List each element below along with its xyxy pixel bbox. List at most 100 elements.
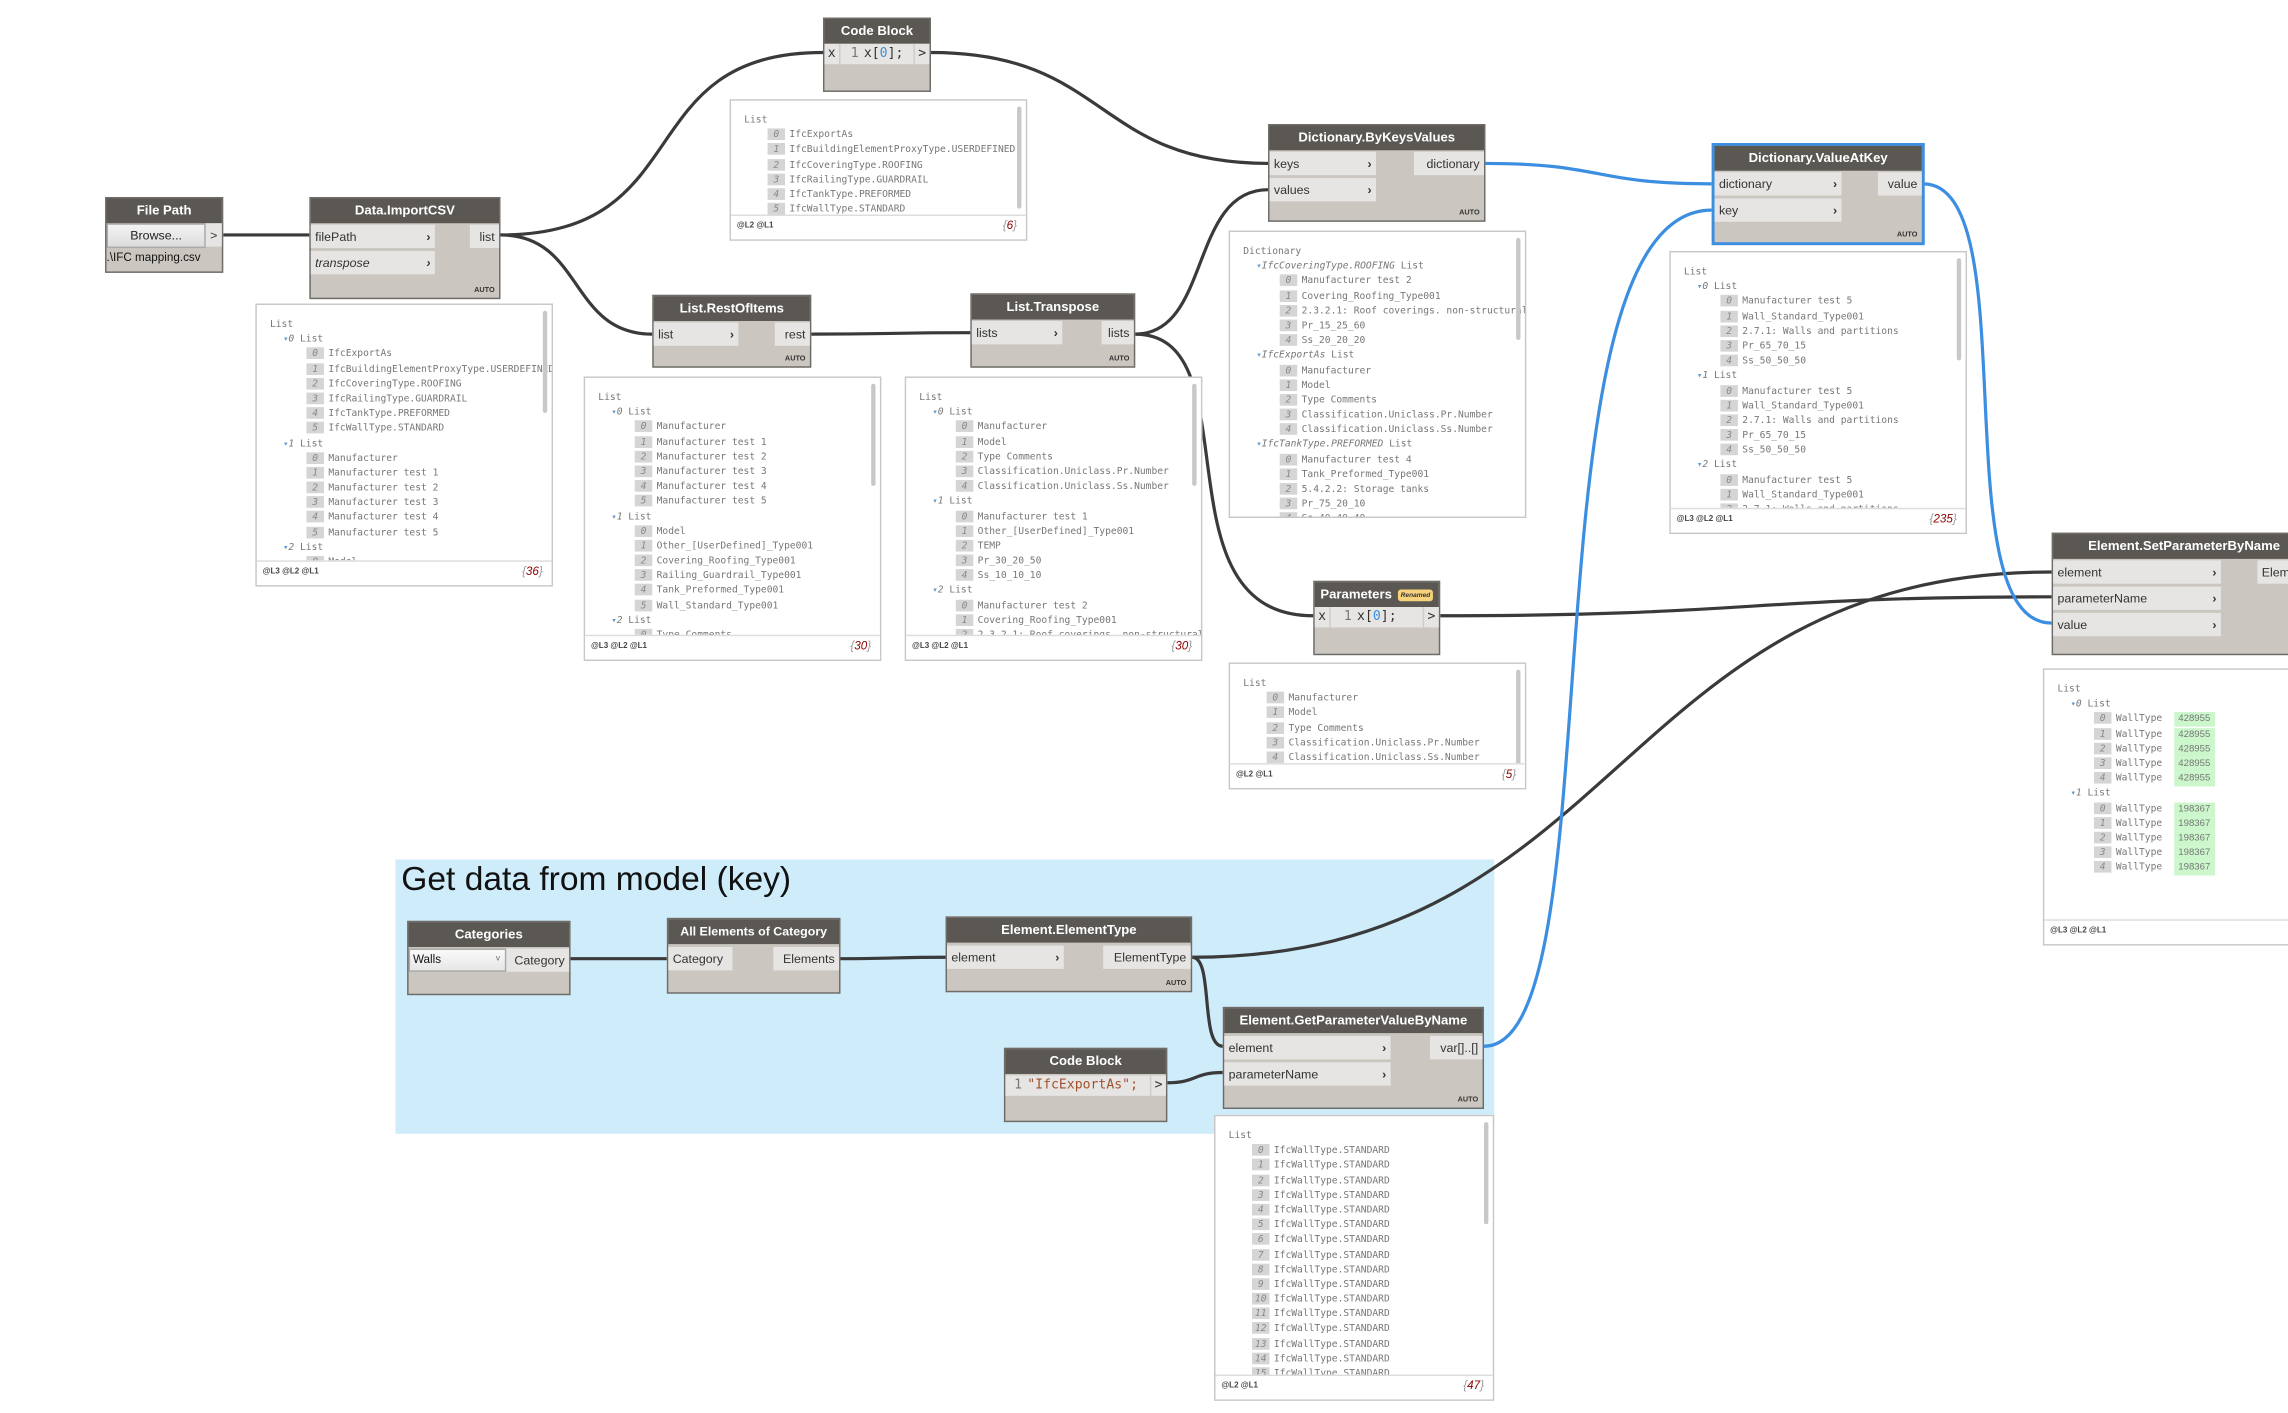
list-levels[interactable]: @L3 @L2 @L1 (912, 642, 969, 651)
wire-codeblock-to-parametername[interactable] (1167, 1070, 1223, 1085)
output-port[interactable]: > (1149, 1075, 1166, 1096)
expand-triangle-icon[interactable]: ▾ (283, 334, 289, 345)
expand-triangle-icon[interactable]: ▾ (1697, 460, 1703, 471)
lacing-indicator[interactable]: AUTO (474, 286, 495, 295)
list-levels[interactable]: @L3 @L2 @L1 (590, 642, 648, 651)
node-element-setparameterbyname[interactable]: Element.SetParameterByName element› para… (2051, 532, 2288, 656)
element-id[interactable]: 198367 (2173, 801, 2215, 817)
list-group-header[interactable]: ▾IfcExportAs List (1243, 348, 1525, 363)
scrollbar[interactable] (542, 310, 548, 413)
group-title[interactable]: Get data from model (key) (401, 859, 792, 898)
expand-triangle-icon[interactable]: ▾ (283, 542, 289, 553)
node-code-block-parameter-name[interactable]: Code Block 1 "IfcExportAs"; > (1003, 1047, 1168, 1123)
category-dropdown[interactable]: Walls˅ (408, 948, 507, 972)
node-file-path[interactable]: File Path Browse... > .\IFC mapping.csv (105, 196, 224, 273)
input-port-lists[interactable]: lists› (971, 321, 1063, 345)
scrollbar[interactable] (1516, 237, 1521, 340)
expand-triangle-icon[interactable]: ▾ (2070, 788, 2076, 799)
output-port-lists[interactable]: lists (1101, 321, 1134, 345)
scrollbar[interactable] (1516, 669, 1521, 772)
node-all-elements-of-category[interactable]: All Elements of Category Category Elemen… (666, 917, 841, 994)
wire-allelements-to-elementtype[interactable] (840, 955, 946, 961)
list-levels[interactable]: @L3 @L2 @L1 (2050, 926, 2107, 936)
code-text[interactable]: "IfcExportAs"; (1027, 1078, 1138, 1093)
input-port-key[interactable]: key› (1714, 198, 1842, 222)
lacing-indicator[interactable]: AUTO (1457, 1095, 1479, 1105)
output-port-elements[interactable]: Elements (773, 947, 840, 971)
code-editor[interactable]: 1 "IfcExportAs"; > (1005, 1075, 1166, 1096)
input-port-parametername[interactable]: parameterName› (2053, 586, 2221, 610)
output-port-rest[interactable]: rest (774, 322, 810, 346)
element-id[interactable]: 198367 (2173, 816, 2215, 832)
list-group-header[interactable]: ▾1 List (1684, 368, 1966, 383)
output-port-category[interactable]: Category (506, 948, 570, 972)
lacing-indicator[interactable]: AUTO (1108, 354, 1130, 364)
list-group-header[interactable]: ▾0 List (1684, 279, 1966, 294)
wire-transpose-to-parameters[interactable] (1135, 332, 1314, 618)
input-port-element[interactable]: element› (1224, 1036, 1391, 1060)
group-get-data-from-model[interactable]: Get data from model (key) (395, 859, 1495, 1134)
lacing-indicator[interactable]: AUTO (1165, 979, 1187, 988)
wire-parameters-to-parametername[interactable] (1440, 595, 2052, 618)
list-group-header[interactable]: ▾1 List (598, 509, 880, 524)
node-data-importcsv[interactable]: Data.ImportCSV filePath› transpose› list… (309, 196, 501, 300)
node-list-transpose[interactable]: List.Transpose lists› lists AUTO (970, 293, 1136, 368)
element-id[interactable]: 198367 (2173, 831, 2215, 847)
input-port-keys[interactable]: keys› (1269, 151, 1377, 176)
wire-importcsv-to-restofitems[interactable] (500, 233, 653, 336)
element-id[interactable]: 428955 (2173, 772, 2215, 787)
list-levels[interactable]: @L2 @L1 (1221, 1381, 1258, 1391)
expand-triangle-icon[interactable]: ▾ (283, 438, 289, 449)
list-group-header[interactable]: ▾2 List (598, 613, 880, 628)
list-group-header[interactable]: ▾2 List (1684, 457, 1966, 472)
expand-triangle-icon[interactable]: ▾ (932, 496, 938, 507)
wire-rest-to-transpose[interactable] (811, 331, 971, 336)
expand-triangle-icon[interactable]: ▾ (1256, 439, 1262, 451)
input-port-list[interactable]: list› (653, 322, 739, 346)
input-port-value[interactable]: value› (2053, 612, 2221, 637)
expand-triangle-icon[interactable]: ▾ (1256, 261, 1262, 272)
list-levels[interactable]: @L2 @L1 (736, 221, 774, 231)
input-port-filepath[interactable]: filePath› (310, 224, 435, 249)
node-element-elementtype[interactable]: Element.ElementType element› ElementType… (945, 916, 1193, 993)
expand-triangle-icon[interactable]: ▾ (1256, 350, 1262, 361)
output-port[interactable]: > (1422, 607, 1439, 628)
node-list-restofitems[interactable]: List.RestOfItems list› rest AUTO (652, 294, 812, 368)
lacing-indicator[interactable]: AUTO (784, 354, 806, 364)
list-group-header[interactable]: ▾2 List (919, 583, 1201, 598)
list-levels[interactable]: @L3 @L2 @L1 (262, 567, 319, 577)
expand-triangle-icon[interactable]: ▾ (611, 615, 617, 626)
input-port-values[interactable]: values› (1269, 178, 1377, 202)
wire-importcsv-to-codeblock[interactable] (500, 50, 823, 237)
code-editor[interactable]: x 1 x[0]; > (824, 43, 930, 65)
wire-value-to-setparameter[interactable] (1923, 182, 2052, 625)
element-id[interactable]: 428955 (2173, 712, 2215, 728)
scrollbar[interactable] (1017, 106, 1022, 209)
input-port-dictionary[interactable]: dictionary› (1714, 172, 1842, 196)
element-id[interactable]: 198367 (2173, 861, 2215, 876)
wire-transpose-to-values[interactable] (1135, 188, 1269, 336)
output-port-element[interactable]: Element (2257, 560, 2288, 584)
output-port-elementtype[interactable]: ElementType (1103, 945, 1191, 969)
input-port-transpose[interactable]: transpose› (310, 250, 435, 275)
node-code-block[interactable]: Code Block x 1 x[0]; > (822, 17, 931, 92)
node-dictionary-bykeysvalues[interactable]: Dictionary.ByKeysValues keys› values› di… (1268, 124, 1486, 222)
code-editor[interactable]: x 1 x[0]; > (1314, 607, 1439, 628)
code-text[interactable]: x[0]; (864, 44, 904, 64)
scrollbar[interactable] (1484, 1122, 1489, 1225)
wire-codeblock-to-keys[interactable] (930, 50, 1269, 166)
input-port-element[interactable]: element› (2053, 560, 2221, 584)
element-id[interactable]: 428955 (2173, 757, 2215, 772)
output-port-list[interactable]: list (469, 224, 500, 249)
